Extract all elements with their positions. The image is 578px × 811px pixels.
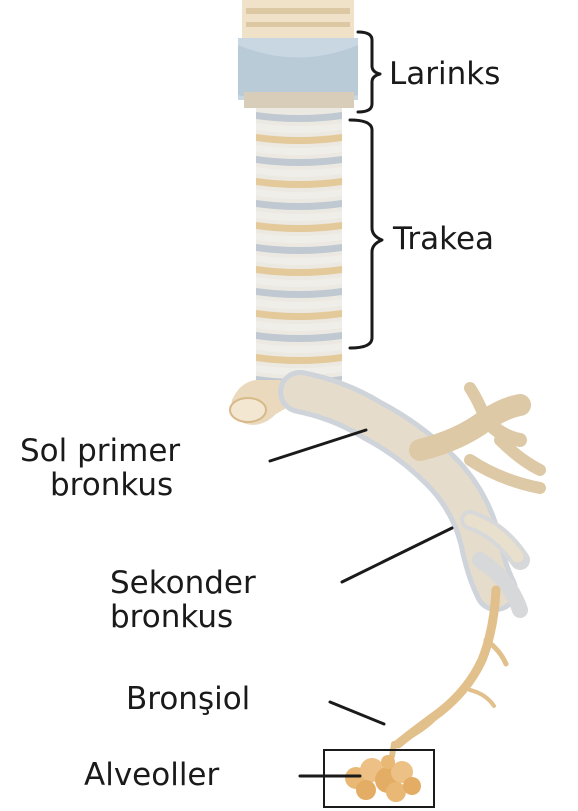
label-sol-primer-line1: Sol primer [20, 434, 180, 468]
label-sekonder-line1: Sekonder [110, 566, 256, 600]
label-sol-primer-line2: bronkus [50, 468, 173, 502]
label-sekonder-line2: bronkus [110, 600, 233, 634]
sekonder-leader [342, 528, 452, 582]
label-alveoller: Alveoller [84, 758, 219, 792]
label-bronsiol: Bronşiol [126, 682, 250, 716]
label-larinks: Larinks [389, 57, 500, 91]
bronsiol-leader [330, 702, 384, 724]
alveoli-cluster [345, 755, 421, 802]
larynx [238, 0, 358, 108]
label-trakea: Trakea [393, 222, 494, 256]
trakea-bracket [350, 120, 382, 348]
sol-primer-leader [270, 430, 366, 461]
bronchial-tree [300, 388, 540, 756]
larinks-bracket [358, 32, 380, 112]
